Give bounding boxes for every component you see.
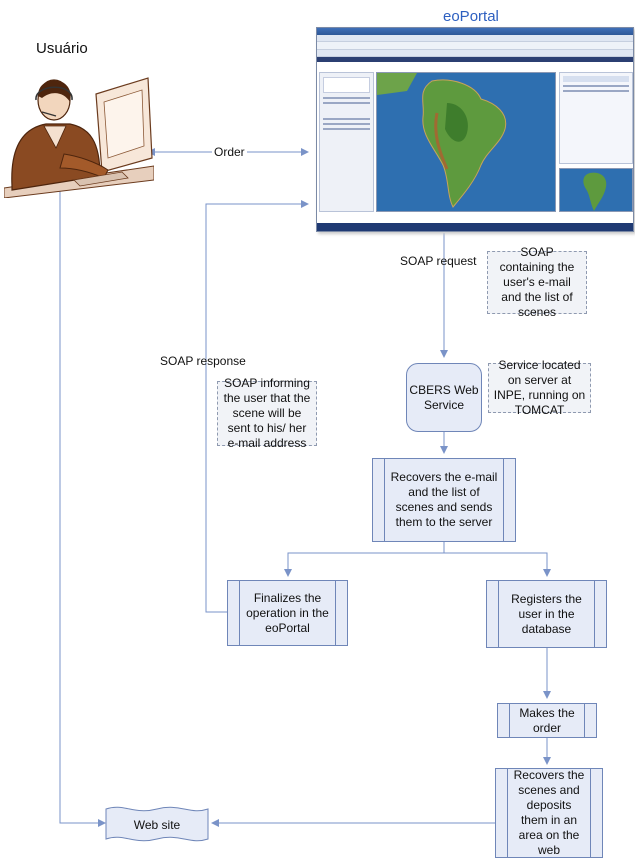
makes-order-node: Makes the order	[497, 703, 597, 738]
actor-to-website-connector	[59, 184, 106, 827]
cbers-web-service-node: CBERS Web Service	[406, 363, 482, 432]
finalizes-label: Finalizes the operation in the eoPortal	[246, 590, 329, 635]
recovers-email-label: Recovers the e-mail and the list of scen…	[390, 470, 498, 529]
registers-node: Registers the user in the database	[486, 580, 607, 648]
to-finalizes-connector	[284, 542, 445, 577]
soap-response-connector	[205, 200, 309, 613]
order-label: Order	[212, 145, 247, 159]
makes-order-label: Makes the order	[519, 705, 575, 735]
soap-response-note: SOAP informing the user that the scene w…	[217, 376, 317, 450]
person-at-computer-icon	[4, 77, 154, 198]
actor-label: Usuário	[36, 40, 88, 57]
website-node: Web site	[133, 818, 181, 832]
recovers-email-node: Recovers the e-mail and the list of scen…	[372, 458, 516, 542]
soap-request-note: SOAP containing the user's e-mail and th…	[487, 245, 587, 319]
soap-request-label: SOAP request	[400, 254, 477, 268]
registers-label: Registers the user in the database	[511, 591, 582, 636]
eoportal-screenshot	[316, 27, 634, 232]
portal-label: eoPortal	[443, 8, 499, 25]
to-registers-connector	[444, 552, 551, 577]
recovers-scenes-label: Recovers the scenes and deposits them in…	[513, 768, 585, 857]
service-note: Service located on server at INPE, runni…	[488, 358, 591, 417]
finalizes-node: Finalizes the operation in the eoPortal	[227, 580, 348, 646]
recovers-scenes-node: Recovers the scenes and deposits them in…	[495, 768, 603, 858]
website-document-shape	[105, 806, 209, 842]
soap-response-label: SOAP response	[160, 354, 246, 368]
